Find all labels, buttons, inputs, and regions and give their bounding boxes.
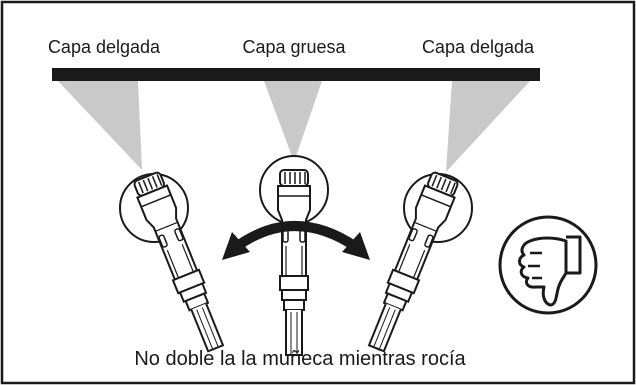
spray-fan-right <box>446 81 530 172</box>
spray-fan-center <box>264 81 322 162</box>
label-thin-coat-right: Capa delgada <box>422 37 535 57</box>
spray-gun-right <box>360 169 473 356</box>
label-thin-coat-left: Capa delgada <box>48 37 161 57</box>
label-thick-coat-center: Capa gruesa <box>242 37 346 57</box>
curved-double-arrow-icon <box>222 221 370 260</box>
spray-gun-left <box>119 169 232 356</box>
thumbs-down-icon <box>498 215 598 315</box>
spray-fan-left <box>58 81 142 170</box>
caption: No doble la la muñeca mientras rocía <box>134 348 466 370</box>
surface-bar <box>52 68 540 81</box>
